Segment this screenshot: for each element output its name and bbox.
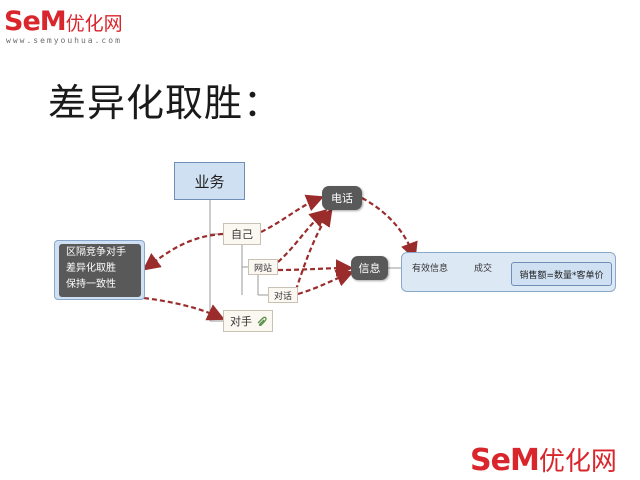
logo-cn-text: 优化网 (65, 13, 123, 35)
node-dianhua: 电话 (322, 186, 362, 210)
arrow-ziji-left (142, 232, 224, 271)
left-box: 区隔竞争对手 差异化取胜 保持一致性 (59, 244, 141, 297)
slide-title: 差异化取胜： (48, 81, 283, 125)
node-xinxi: 信息 (351, 256, 388, 280)
arrow-dianhua-youxiao (361, 197, 418, 261)
arrow-duihua-xinxi (297, 269, 355, 296)
arrow-wangzhan-xinxi (277, 259, 354, 277)
logo-bottom-sem: SeM (470, 443, 540, 478)
logo-top: SeM优化网 (4, 6, 139, 50)
arrow-ziji-dianhua (260, 194, 325, 233)
label-chengjiao: 成交 (474, 264, 493, 274)
left-line-2: 差异化取胜 (66, 263, 116, 274)
label-youxiao: 有效信息 (412, 264, 449, 274)
left-line-1: 区隔竞争对手 (66, 247, 126, 258)
paperclip-icon (257, 316, 267, 326)
node-duishou: 对手 (223, 310, 273, 332)
logo-bottom-cn: 优化网 (538, 447, 617, 477)
node-duihua: 对话 (268, 287, 298, 303)
logo-bottom: SeM优化网 (470, 441, 640, 478)
logo-sem-text: SeM (4, 6, 67, 37)
arrow-left-duishou (143, 296, 225, 321)
node-duishou-label: 对手 (230, 315, 252, 328)
logo-url: www.semyouhua.com (6, 36, 122, 45)
left-line-3: 保持一致性 (66, 279, 116, 290)
arrow-duihua-dianhua (294, 208, 333, 291)
arrow-wangzhan-dianhua (277, 209, 328, 263)
node-ziji: 自己 (223, 223, 261, 245)
node-xiaoshou: 销售额=数量*客单价 (511, 262, 612, 286)
node-yewu: 业务 (174, 162, 245, 200)
node-wangzhan: 网站 (248, 259, 278, 275)
flow-arrows (142, 194, 418, 321)
